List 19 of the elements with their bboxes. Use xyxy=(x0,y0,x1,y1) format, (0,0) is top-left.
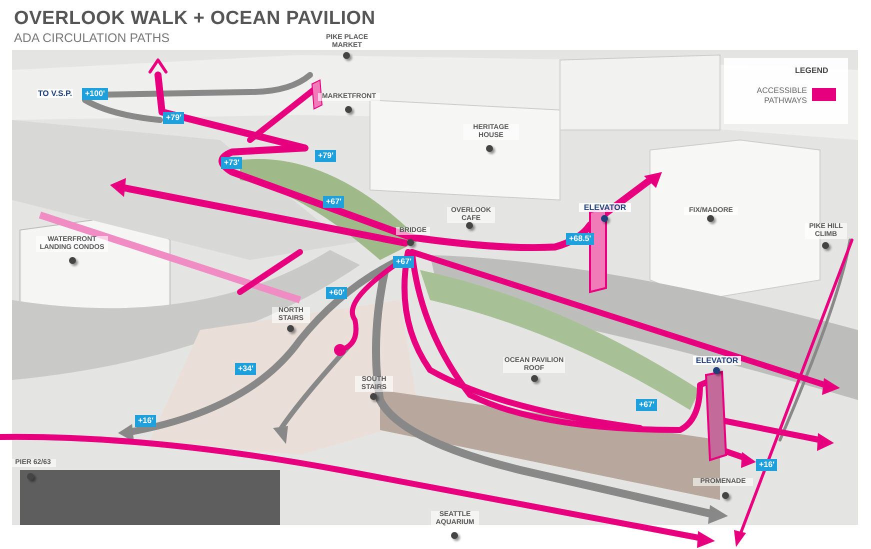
elevation-tag: +68.5' xyxy=(566,233,594,245)
legend-title: LEGEND xyxy=(795,66,828,75)
legend-label: ACCESSIBLE PATHWAYS xyxy=(756,86,807,106)
elevation-tag: +16' xyxy=(756,459,778,471)
elevation-tag: +67' xyxy=(323,196,344,208)
title: OVERLOOK WALK + OCEAN PAVILION xyxy=(14,8,376,30)
elevation-tag: +60' xyxy=(326,287,348,299)
elevation-tag: +34' xyxy=(235,363,256,375)
elevation-tag: +79' xyxy=(163,112,184,124)
place-label: ELEVATOR xyxy=(579,203,631,212)
subtitle: ADA CIRCULATION PATHS xyxy=(14,31,170,45)
elevation-tag: +100' xyxy=(82,88,108,100)
elevation-tag: +79' xyxy=(315,150,336,162)
elevation-tag: +67' xyxy=(636,399,658,411)
place-label: ELEVATOR xyxy=(693,356,741,365)
elevation-tag: +73' xyxy=(221,157,242,169)
place-label: TO V.S.P. xyxy=(37,89,73,98)
elevation-tag: +16' xyxy=(135,415,156,427)
elevation-tag: +67' xyxy=(393,256,414,268)
